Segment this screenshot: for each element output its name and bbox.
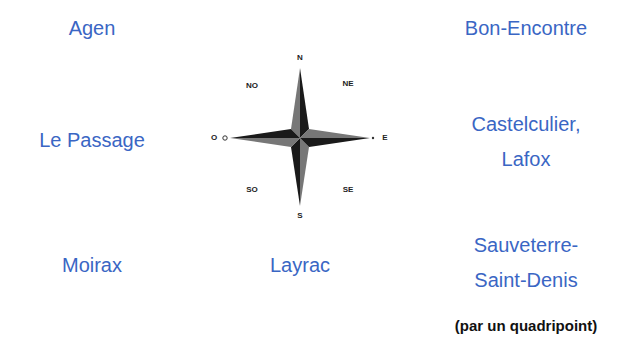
compass-letter: NE [342,80,353,88]
commune-name: Bon-Encontre [436,11,616,46]
compass-letter: S [297,212,302,220]
commune-name: Agen [12,11,172,46]
commune-name: Castelculier, Lafox [456,107,596,177]
commune-name: Layrac [220,248,380,283]
compass-letter: E [382,134,387,142]
commune-name: Le Passage [12,123,172,158]
compass-letter: NO [246,82,258,90]
compass-letter: O [211,134,217,142]
commune-name: Moirax [12,248,172,283]
commune-name: Sauveterre-Saint-Denis [459,228,594,298]
compass-letter: SE [343,186,354,194]
compass-letter: SO [246,186,258,194]
note-text: (par un quadripoint) [455,317,597,335]
compass-letter: N [297,54,303,62]
